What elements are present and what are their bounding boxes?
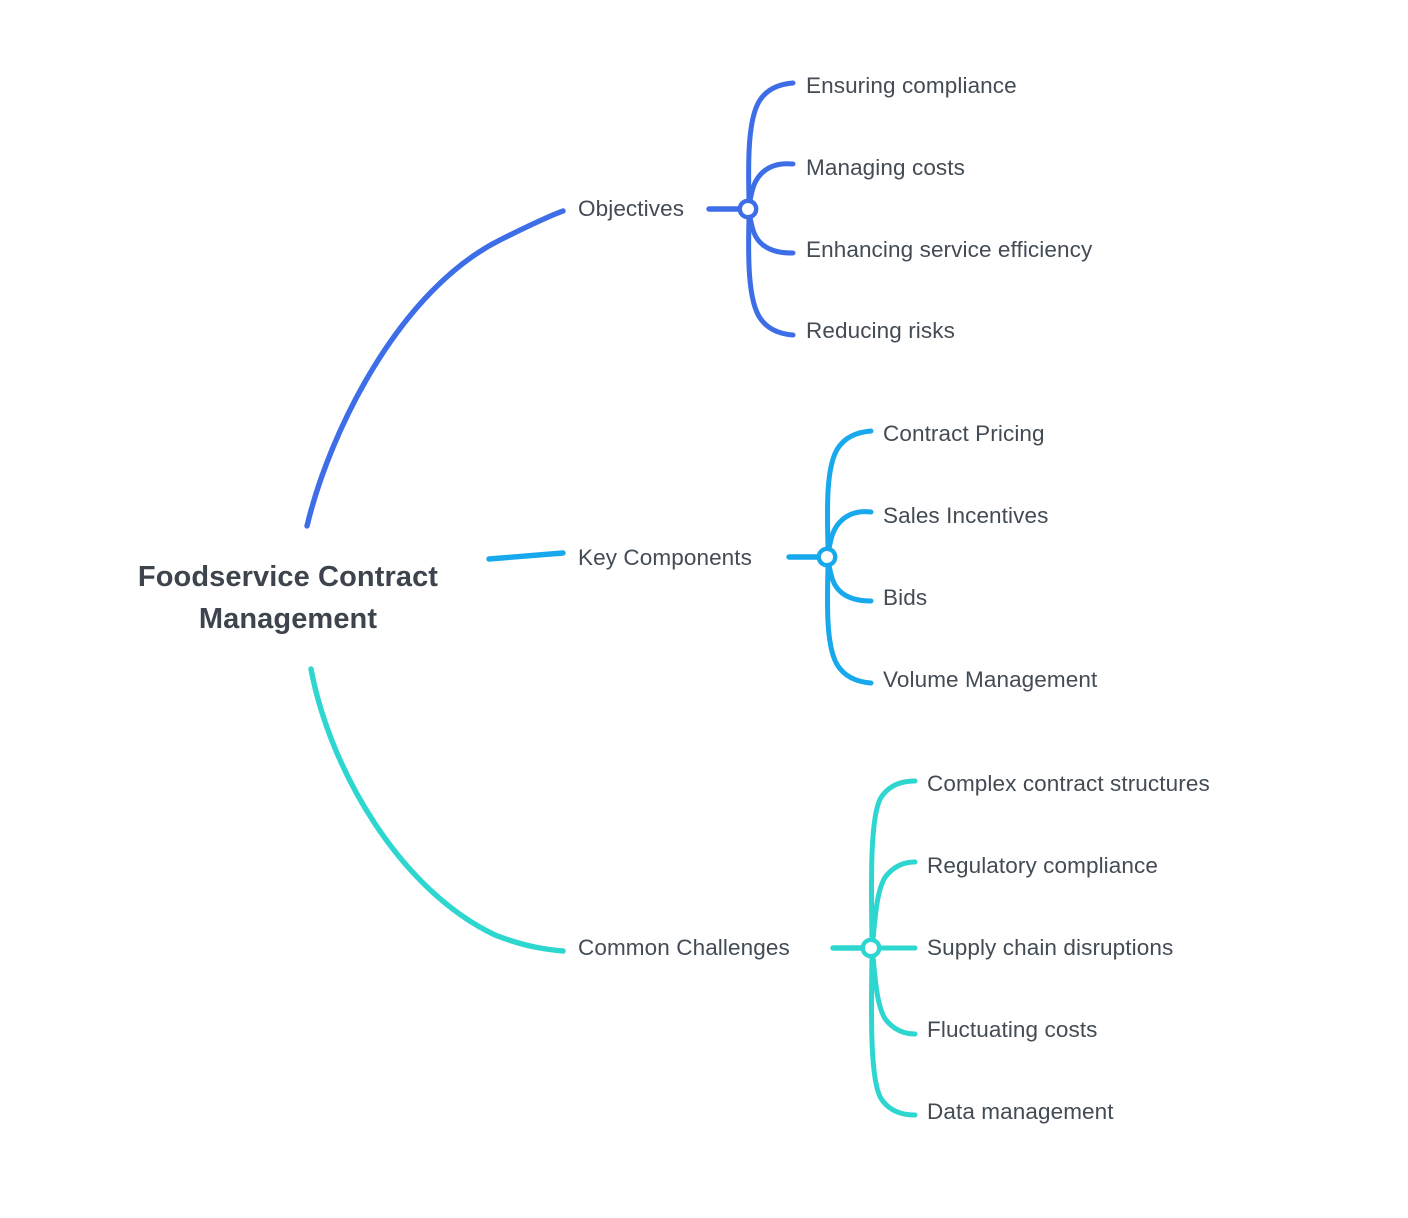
connectors-objectives-children — [746, 80, 796, 338]
common-challenges-node-circle — [860, 937, 882, 959]
connector-key-components-node-stub — [786, 546, 838, 568]
leaf-label-sales-incentives[interactable]: Sales Incentives — [883, 502, 1049, 528]
leaf-label-supply-chain-disruptions[interactable]: Supply chain disruptions — [927, 934, 1174, 960]
leaf-label-volume-management[interactable]: Volume Management — [883, 666, 1098, 692]
root-label-line-1: Foodservice Contract — [137, 560, 439, 593]
leaf-label-complex-contract-structures[interactable]: Complex contract structures — [927, 770, 1210, 796]
leaf-label-data-management[interactable]: Data management — [927, 1098, 1114, 1124]
connectors-key-components-children — [824, 428, 874, 686]
leaf-label-contract-pricing[interactable]: Contract Pricing — [883, 420, 1045, 446]
branch-label-key-components[interactable]: Key Components — [578, 544, 752, 570]
connector-root-to-common-challenges — [308, 666, 566, 954]
branch-label-common-challenges[interactable]: Common Challenges — [578, 934, 790, 960]
branch-label-objectives[interactable]: Objectives — [578, 195, 685, 221]
connector-root-to-key-components — [486, 550, 566, 562]
objectives-node-circle — [737, 198, 759, 220]
connector-objectives-node-stub — [706, 198, 759, 220]
leaf-label-enhancing-service-efficiency[interactable]: Enhancing service efficiency — [806, 236, 1093, 262]
leaf-label-bids[interactable]: Bids — [883, 584, 928, 610]
leaf-label-reducing-risks[interactable]: Reducing risks — [806, 317, 955, 343]
key-components-node-circle — [816, 546, 838, 568]
leaf-label-ensuring-compliance[interactable]: Ensuring compliance — [806, 72, 1017, 98]
leaf-label-managing-costs[interactable]: Managing costs — [806, 154, 965, 180]
root-label-line-2: Management — [198, 603, 378, 635]
leaf-label-regulatory-compliance[interactable]: Regulatory compliance — [927, 852, 1158, 878]
leaf-label-fluctuating-costs[interactable]: Fluctuating costs — [927, 1016, 1098, 1042]
connector-root-to-objectives — [304, 208, 566, 529]
connector-common-challenges-node-stub — [830, 937, 882, 959]
root-node-label: Foodservice Contract Management — [108, 556, 468, 640]
connectors-common-challenges-children — [868, 778, 918, 1118]
